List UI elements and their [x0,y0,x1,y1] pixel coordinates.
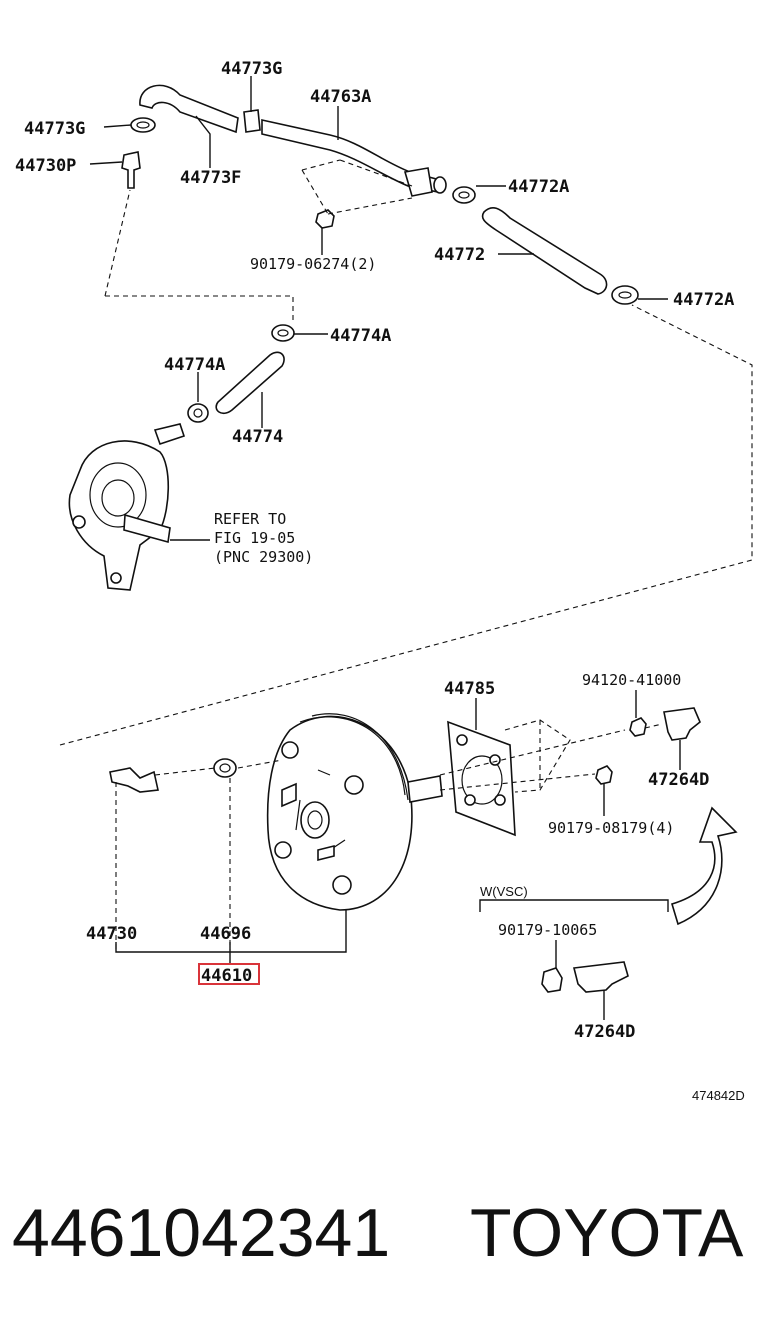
brand-name: TOYOTA [470,1195,744,1271]
leader-lines [89,76,681,1020]
label-44773G-top: 44773G [221,59,282,79]
brake-booster [59,189,753,993]
label-90179-10065: 90179-10065 [498,921,597,939]
label-44610-highlighted[interactable]: 44610 [201,966,252,986]
refer-line-2: FIG 19-05 [214,529,295,547]
label-44772: 44772 [434,245,485,265]
label-44772A-right: 44772A [673,290,734,310]
part-number: 4461042341 [12,1195,390,1271]
refer-line-1: REFER TO [214,510,286,528]
label-44730P: 44730P [15,156,76,176]
label-90179-08179: 90179-08179(4) [548,819,674,837]
label-44763A: 44763A [310,87,371,107]
label-47264D-top: 47264D [648,770,709,790]
diagram-code: 474842D [692,1088,745,1103]
label-44774A-left: 44774A [164,355,225,375]
label-44696: 44696 [200,924,251,944]
label-44774A-top: 44774A [330,326,391,346]
label-94120-41000: 94120-41000 [582,671,681,689]
part-labels: 44773G 44773G 44763A 44730P 44773F 44772… [15,59,745,1103]
upper-hose-assembly [121,84,639,305]
label-47264D-bottom: 47264D [574,1022,635,1042]
label-44774: 44774 [232,427,283,447]
label-wvsc: W(VSC) [480,884,528,899]
label-44772A-top: 44772A [508,177,569,197]
label-44785: 44785 [444,679,495,699]
label-44773G-left: 44773G [24,119,85,139]
footer: 4461042341 TOYOTA [12,1195,744,1271]
label-44730: 44730 [86,924,137,944]
highlight-box [198,963,260,985]
label-44773F: 44773F [180,168,241,188]
refer-line-3: (PNC 29300) [214,548,313,566]
pump-hose-assembly [68,324,295,591]
label-90179-06274: 90179-06274(2) [250,255,376,273]
